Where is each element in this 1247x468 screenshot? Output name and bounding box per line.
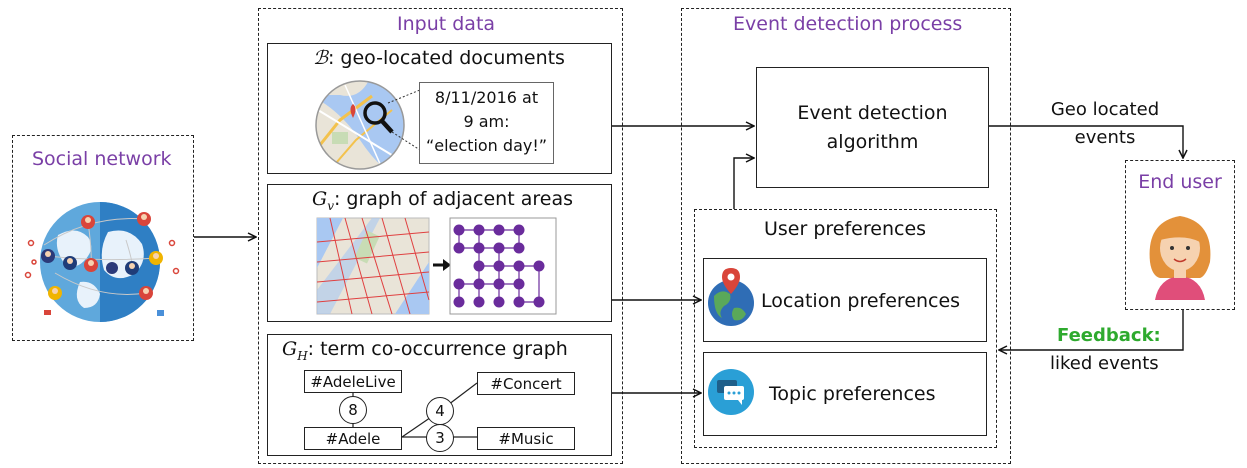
geo-events-line-2: events (1074, 127, 1136, 148)
end-user-title: End user (1138, 171, 1222, 193)
cooccurrence-title: GH: term co-occurrence graph (282, 338, 568, 363)
edge-weight-4: 4 (426, 397, 454, 425)
geo-documents-label: : geo-located documents (327, 47, 565, 69)
b-symbol: ℬ (313, 47, 328, 69)
callout-line-2: 9 am: (463, 112, 510, 131)
adjacent-areas-label: : graph of adjacent areas (333, 188, 573, 210)
input-data-title: Input data (397, 13, 496, 35)
location-preferences-label: Location preferences (761, 290, 961, 312)
callout-line-1: 8/11/2016 at (434, 88, 539, 107)
social-network-title: Social network (32, 148, 172, 170)
input-data-panel (258, 8, 623, 464)
social-network-panel (12, 135, 194, 341)
callout-line-3: “election day!” (425, 136, 548, 155)
geo-events-line-1: Geo located (1050, 99, 1160, 120)
topic-preferences-label: Topic preferences (769, 383, 936, 405)
document-callout (419, 82, 554, 164)
gv-subscript: v (327, 198, 334, 213)
algorithm-line-1: Event detection (797, 102, 948, 124)
edge-weight-8: 8 (339, 396, 367, 424)
feedback-text: liked events (1050, 353, 1159, 374)
user-preferences-panel (694, 209, 997, 448)
gh-subscript: H (297, 348, 308, 363)
algorithm-line-2: algorithm (826, 131, 919, 153)
term-node-music: #Music (477, 427, 575, 450)
edge-weight-3: 3 (426, 424, 454, 452)
event-detection-panel (681, 8, 1011, 464)
term-node-adelelive: #AdeleLive (304, 370, 402, 393)
gv-symbol: G (312, 188, 328, 210)
event-detection-title: Event detection process (733, 13, 963, 35)
geo-documents-title: ℬ: geo-located documents (313, 47, 565, 69)
term-node-adele: #Adele (304, 427, 402, 450)
cooccurrence-label: : term co-occurrence graph (307, 338, 568, 360)
feedback-label: Feedback: (1057, 325, 1161, 346)
user-preferences-title: User preferences (764, 218, 927, 240)
adjacent-areas-title: Gv: graph of adjacent areas (312, 188, 573, 213)
gh-symbol: G (282, 338, 298, 360)
term-node-concert: #Concert (477, 372, 575, 395)
end-user-panel (1125, 160, 1235, 310)
algorithm-box (756, 67, 989, 188)
